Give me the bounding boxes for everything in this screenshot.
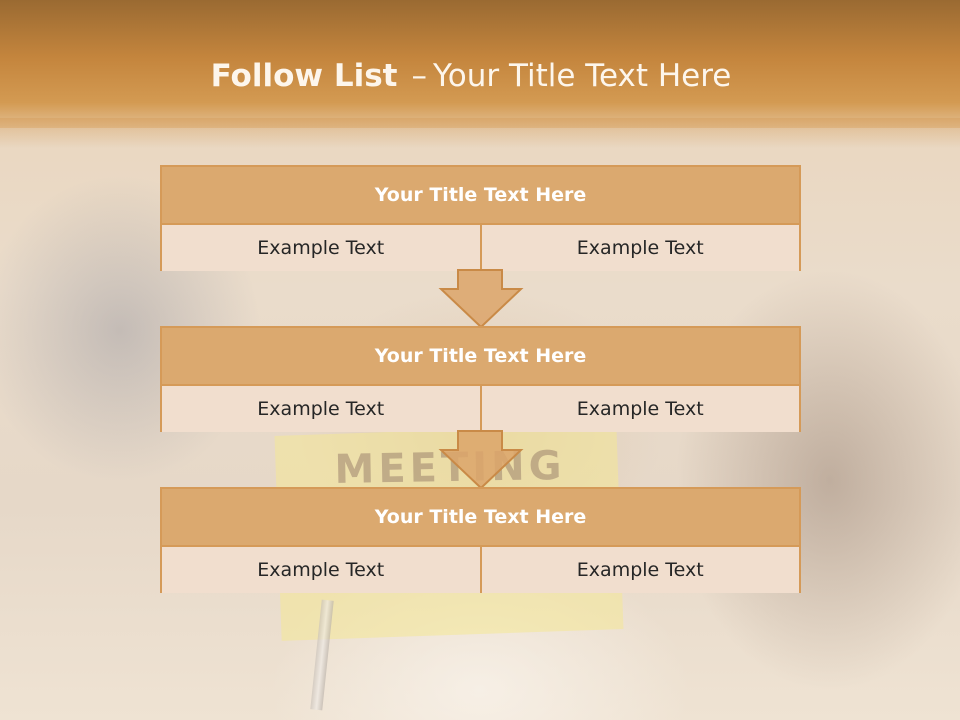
step-title-1: Your Title Text Here bbox=[162, 167, 799, 225]
step-box-3: Your Title Text Here Example Text Exampl… bbox=[160, 487, 801, 593]
step-row-1: Example Text Example Text bbox=[162, 225, 799, 271]
step-title-2: Your Title Text Here bbox=[162, 328, 799, 386]
slide-title-rest: Your Title Text Here bbox=[432, 58, 732, 94]
step-1-left-text: Example Text bbox=[257, 237, 385, 259]
down-arrow-icon bbox=[438, 430, 524, 490]
title-bar-fade bbox=[0, 118, 960, 148]
step-row-3: Example Text Example Text bbox=[162, 547, 799, 593]
step-box-2: Your Title Text Here Example Text Exampl… bbox=[160, 326, 801, 432]
slide-title: Follow List–Your Title Text Here bbox=[0, 56, 942, 96]
slide-title-bold: Follow List bbox=[210, 58, 398, 94]
slide-title-dash: – bbox=[411, 58, 427, 94]
step-3-right-text: Example Text bbox=[479, 547, 800, 593]
step-1-right-text: Example Text bbox=[479, 225, 800, 271]
step-2-right-text: Example Text bbox=[479, 386, 800, 432]
down-arrow-icon bbox=[438, 269, 524, 329]
step-box-1: Your Title Text Here Example Text Exampl… bbox=[160, 165, 801, 271]
step-3-left-text: Example Text bbox=[257, 559, 385, 581]
title-bar bbox=[0, 0, 960, 128]
step-title-3: Your Title Text Here bbox=[162, 489, 799, 547]
step-row-2: Example Text Example Text bbox=[162, 386, 799, 432]
step-2-left-text: Example Text bbox=[257, 398, 385, 420]
